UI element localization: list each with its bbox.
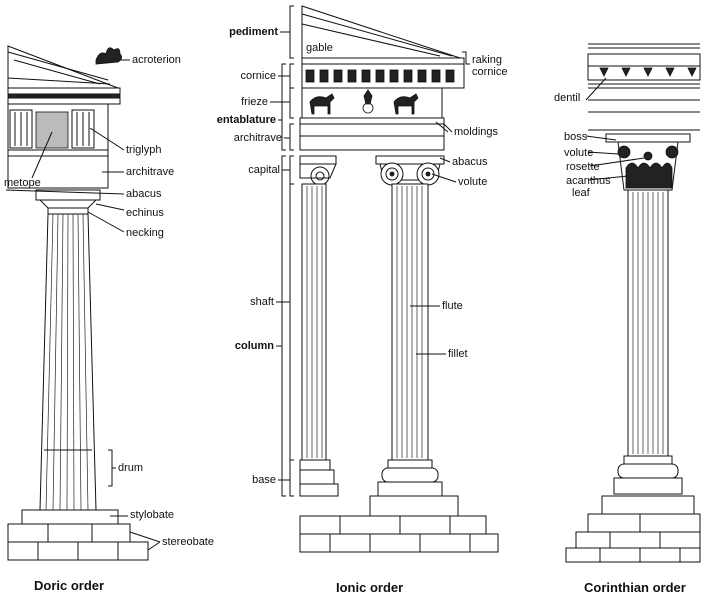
label-doric-architrave: architrave	[126, 166, 175, 178]
ionic-abacus	[375, 155, 445, 165]
label-column: column	[234, 340, 274, 352]
doric-stylobate	[21, 509, 119, 525]
ionic-left-brackets	[270, 5, 294, 497]
ionic-frieze	[301, 87, 443, 119]
label-flute: flute	[442, 300, 463, 312]
label-rosette: rosette	[566, 161, 600, 173]
corinthian-abacus	[605, 133, 691, 143]
label-stylobate: stylobate	[130, 509, 175, 521]
label-raking-1: raking	[472, 54, 502, 66]
label-corinthian-volute: volute	[564, 147, 594, 159]
label-ionic-architrave: architrave	[233, 132, 282, 144]
ionic-shaft-left	[301, 183, 327, 461]
ionic-dentils	[305, 69, 455, 83]
doric-necking	[47, 207, 89, 215]
label-gable: gable	[306, 42, 333, 54]
label-acroterion: acroterion	[132, 54, 181, 66]
ionic-moldings	[299, 117, 445, 125]
doric-architrave	[7, 155, 109, 189]
label-base: base	[252, 474, 276, 486]
doric-echinus	[38, 199, 98, 209]
corinthian-leader-lines	[585, 77, 645, 181]
doric-order-drawing	[5, 45, 161, 561]
label-stereobate: stereobate	[162, 536, 214, 548]
ionic-order-drawing	[270, 5, 499, 553]
label-cornice: cornice	[240, 70, 276, 82]
label-necking: necking	[126, 227, 164, 239]
caption-ionic-order: Ionic order	[336, 580, 404, 595]
doric-leader-lines	[5, 59, 161, 551]
label-boss: boss	[564, 131, 588, 143]
label-shaft: shaft	[250, 296, 274, 308]
label-raking-2: cornice	[472, 66, 508, 78]
ionic-capital-left	[299, 163, 337, 179]
label-dentil: dentil	[554, 92, 581, 104]
label-echinus: echinus	[126, 207, 164, 219]
label-fillet: fillet	[448, 348, 468, 360]
ionic-base	[377, 459, 443, 497]
doric-acroterion	[95, 47, 122, 65]
label-drum: drum	[118, 462, 144, 474]
label-entablature: entablature	[216, 114, 276, 126]
label-frieze: frieze	[241, 96, 268, 108]
corinthian-acanthus	[617, 145, 679, 189]
label-acanthus-leaf: leaf	[572, 187, 590, 199]
doric-cornice	[7, 87, 121, 95]
caption-corinthian-order: Corinthian order	[584, 580, 686, 595]
label-capital: capital	[248, 164, 280, 176]
caption-doric-order: Doric order	[34, 578, 105, 593]
label-triglyph: triglyph	[126, 144, 162, 156]
ionic-stereobate	[299, 533, 499, 553]
label-pediment: pediment	[229, 26, 278, 38]
doric-metope	[35, 111, 69, 149]
label-acanthus: acanthus	[566, 175, 611, 187]
label-doric-abacus: abacus	[126, 188, 162, 200]
ionic-flutes	[396, 186, 423, 458]
label-metope: metope	[4, 177, 41, 189]
ionic-frieze-figures	[309, 89, 419, 115]
ionic-right-leaders	[410, 51, 470, 355]
doric-triglyphs	[9, 109, 95, 149]
label-moldings: moldings	[454, 126, 499, 138]
label-ionic-abacus: abacus	[452, 156, 488, 168]
corinthian-order-drawing	[565, 43, 701, 563]
label-ionic-volute: volute	[458, 176, 488, 188]
ionic-architrave	[299, 123, 445, 151]
ionic-shaft	[391, 183, 429, 461]
doric-flutes	[45, 213, 89, 511]
